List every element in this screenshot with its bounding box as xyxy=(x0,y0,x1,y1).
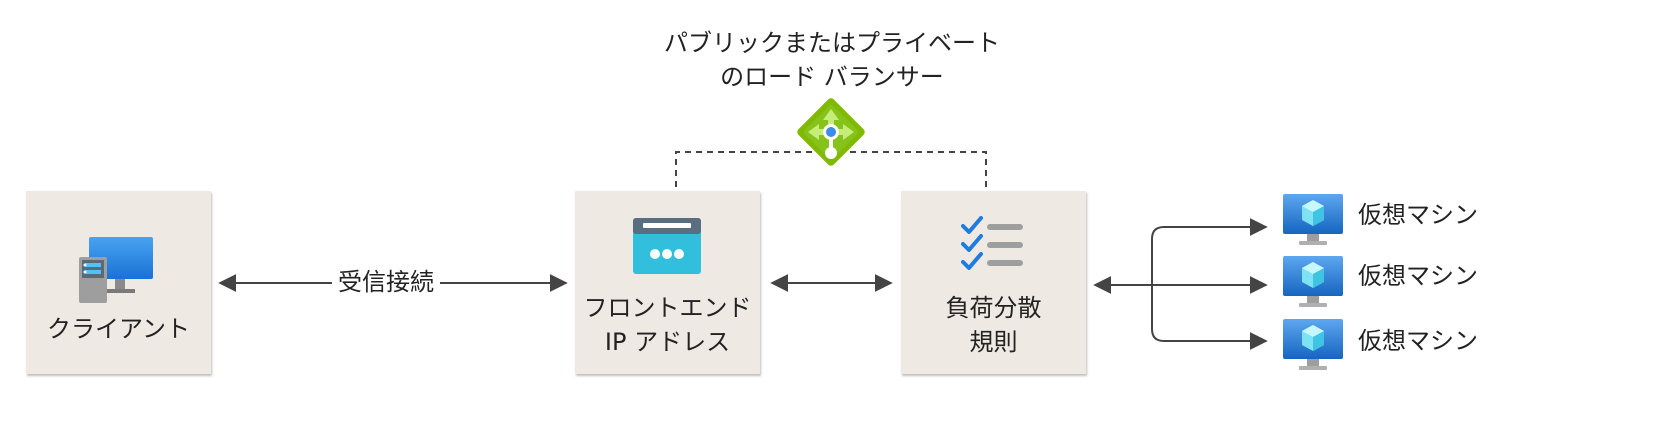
web-window-icon xyxy=(633,218,701,274)
client-computer-icon xyxy=(79,237,153,303)
virtual-machine-icon xyxy=(1283,256,1343,307)
virtual-machine-icon xyxy=(1283,319,1343,370)
client-label: クライアント xyxy=(46,315,191,343)
vm-label: 仮想マシン xyxy=(1358,327,1478,355)
vm-label: 仮想マシン xyxy=(1358,201,1478,229)
load-balancer-title: パブリックまたはプライベート のロード バランサー xyxy=(664,29,1000,91)
load-balancer-icon xyxy=(797,98,865,166)
client-node: クライアント xyxy=(26,191,211,374)
incoming-connection-label: 受信接続 xyxy=(332,267,440,297)
frontend-node: フロントエンド IP アドレス xyxy=(575,191,760,374)
vm-label: 仮想マシン xyxy=(1358,262,1478,290)
frontend-label: フロントエンド IP アドレス xyxy=(583,294,752,356)
rules-label: 負荷分散 規則 xyxy=(945,294,1042,356)
rules-node: 負荷分散 規則 xyxy=(901,191,1086,374)
checklist-icon xyxy=(961,216,1023,270)
arrow-rules-vms xyxy=(1093,218,1268,350)
virtual-machine-icon xyxy=(1283,194,1343,245)
